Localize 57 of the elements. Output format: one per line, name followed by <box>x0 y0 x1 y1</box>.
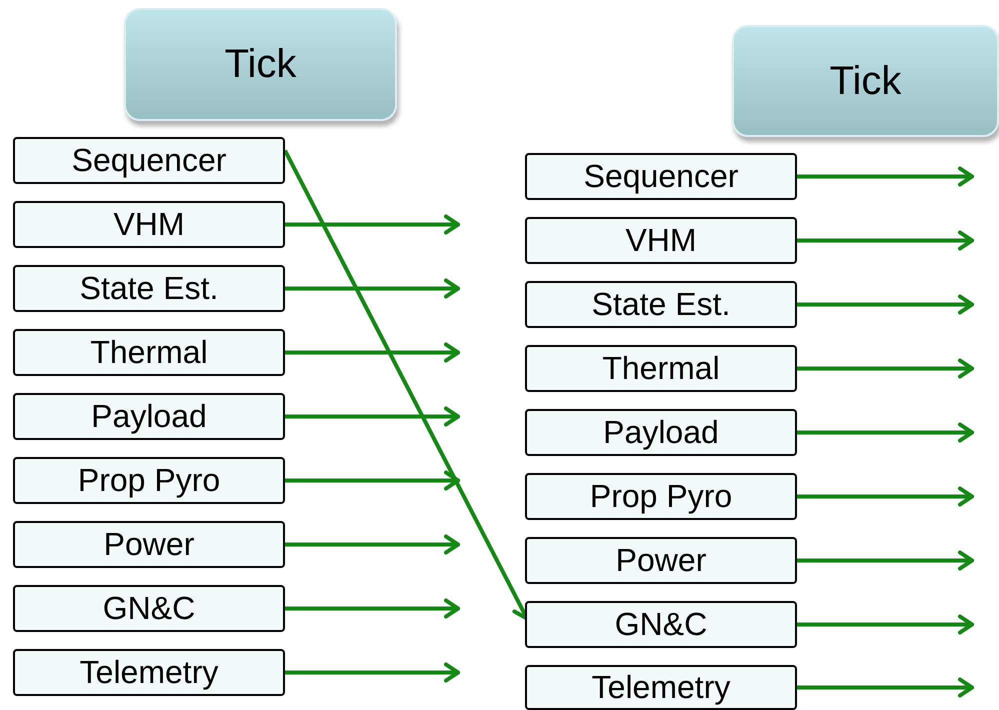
module-label: Prop Pyro <box>590 478 732 515</box>
module-box <box>525 153 797 200</box>
module-box <box>13 329 285 376</box>
module-label: VHM <box>113 206 185 243</box>
arrow <box>797 230 974 250</box>
arrow <box>797 294 974 314</box>
arrow <box>797 486 974 506</box>
arrow <box>285 342 460 362</box>
arrow <box>285 278 460 298</box>
arrow <box>797 678 974 698</box>
arrow <box>285 470 460 490</box>
module-label: Telemetry <box>80 654 218 691</box>
module-label: Power <box>104 526 194 563</box>
module-label: State Est. <box>80 270 218 307</box>
module-label: State Est. <box>592 286 730 323</box>
module-box <box>13 585 285 632</box>
module-box <box>13 521 285 568</box>
module-box <box>13 201 285 248</box>
module-box <box>13 393 285 440</box>
module-box <box>13 137 285 184</box>
arrow <box>797 614 974 634</box>
module-box <box>13 649 285 696</box>
module-label: Telemetry <box>592 669 730 706</box>
arrow <box>797 550 974 570</box>
module-box <box>525 409 797 456</box>
module-label: Thermal <box>602 350 720 387</box>
module-box <box>525 345 797 392</box>
tick-box <box>732 25 999 137</box>
module-label: Prop Pyro <box>78 462 220 499</box>
arrow <box>285 406 460 426</box>
module-label: Payload <box>91 398 207 435</box>
arrow <box>797 422 974 442</box>
module-box <box>525 217 797 264</box>
module-label: Sequencer <box>584 158 738 195</box>
module-box <box>525 665 797 710</box>
arrow <box>285 662 460 682</box>
module-label: GN&C <box>614 606 708 643</box>
module-label: Thermal <box>90 334 208 371</box>
arrow <box>797 358 974 378</box>
module-box <box>525 601 797 648</box>
module-box <box>525 281 797 328</box>
module-label: Tick <box>224 42 296 87</box>
module-label: Sequencer <box>72 142 226 179</box>
arrow <box>285 214 460 234</box>
module-label: Payload <box>603 414 719 451</box>
module-label: Power <box>616 542 706 579</box>
arrow <box>797 166 974 186</box>
arrow <box>285 534 460 554</box>
module-box <box>525 537 797 584</box>
module-box <box>525 473 797 520</box>
module-box <box>13 457 285 504</box>
module-label: GN&C <box>102 590 196 627</box>
module-box <box>13 265 285 312</box>
module-label: VHM <box>625 222 697 259</box>
module-label: Tick <box>830 58 902 104</box>
arrow <box>285 598 460 618</box>
tick-box <box>124 8 397 121</box>
